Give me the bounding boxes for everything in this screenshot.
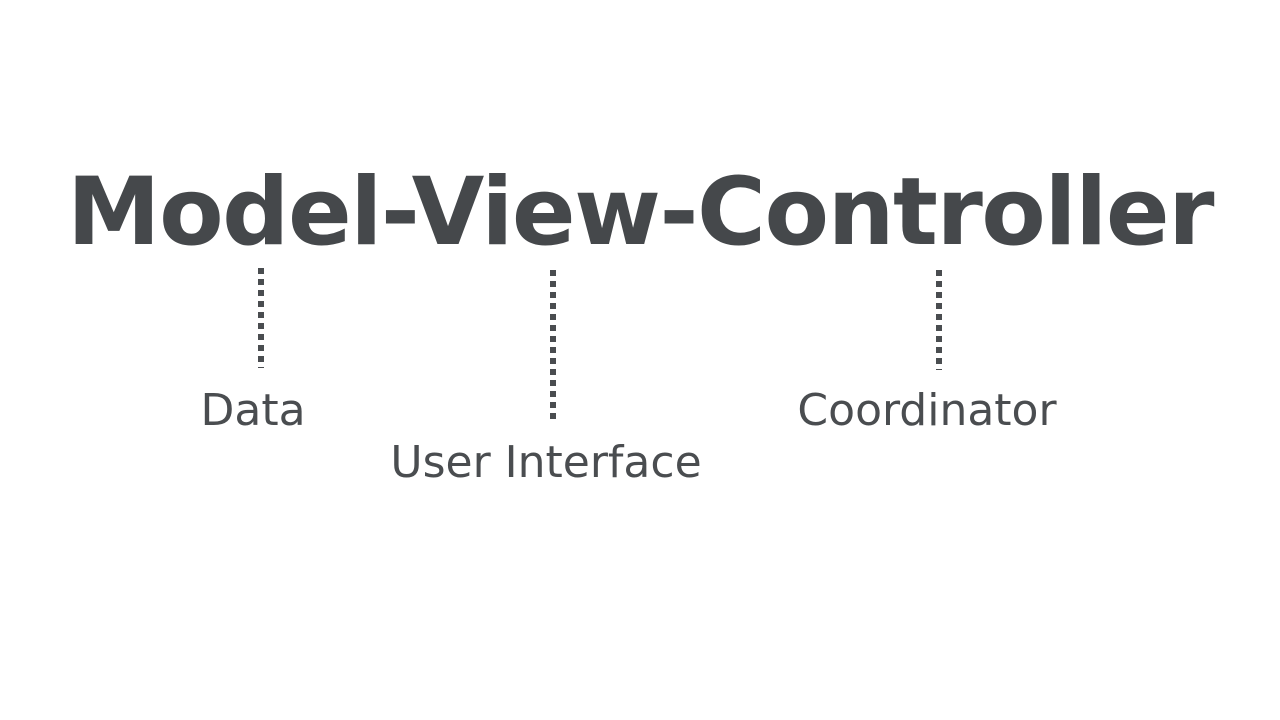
page-title: Model-View-Controller — [67, 158, 1214, 267]
connector-line-view — [550, 270, 556, 420]
connector-line-controller — [936, 270, 942, 370]
annotation-label-view: User Interface — [390, 437, 702, 488]
annotation-label-model: Data — [200, 385, 306, 436]
connector-line-model — [258, 268, 264, 368]
annotation-label-controller: Coordinator — [797, 385, 1057, 436]
